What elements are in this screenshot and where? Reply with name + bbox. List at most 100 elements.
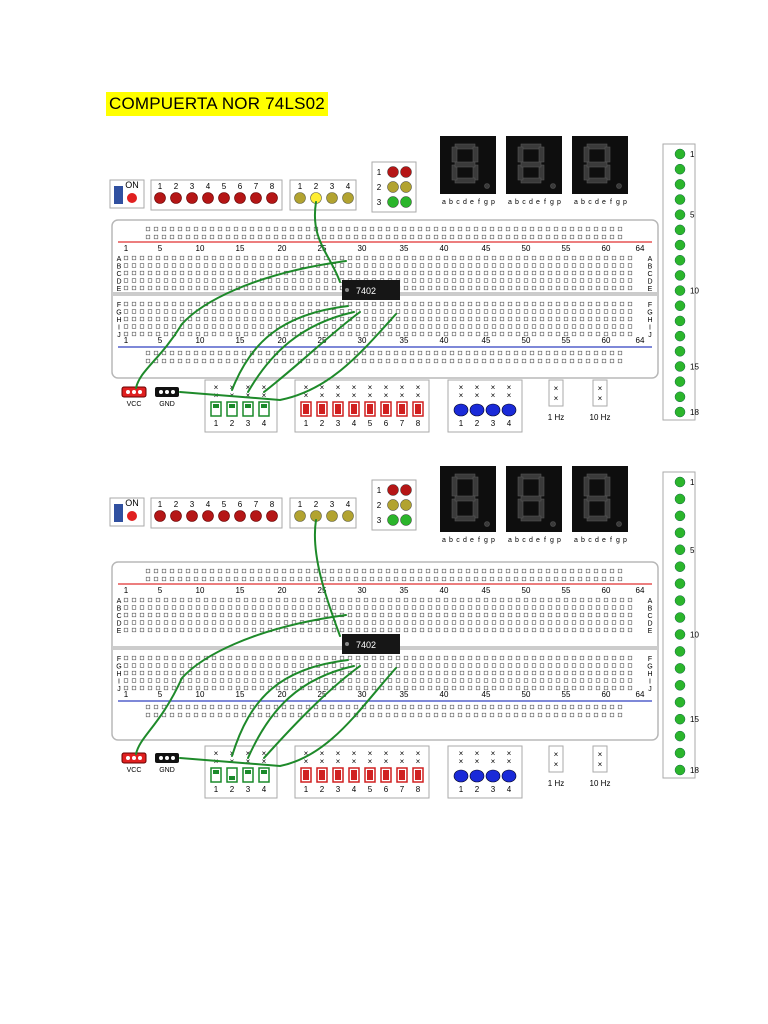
green-switch[interactable] bbox=[210, 401, 222, 417]
pushbutton[interactable] bbox=[469, 769, 485, 783]
jumper-wire[interactable] bbox=[231, 305, 349, 391]
red-switch[interactable] bbox=[300, 767, 312, 783]
red-switch[interactable] bbox=[412, 401, 424, 417]
red-switch[interactable] bbox=[332, 767, 344, 783]
vcc-connector[interactable]: VCC bbox=[121, 386, 147, 408]
red-switch[interactable] bbox=[364, 767, 376, 783]
red-switch-lever[interactable] bbox=[383, 404, 389, 414]
green-switch-lever[interactable] bbox=[213, 404, 219, 408]
green-switch-lever[interactable] bbox=[245, 770, 251, 774]
button-contact: × bbox=[459, 749, 464, 758]
green-switch[interactable] bbox=[242, 401, 254, 417]
contact-hole bbox=[531, 285, 537, 291]
red-switch-lever[interactable] bbox=[367, 404, 373, 414]
green-switch-body[interactable] bbox=[258, 767, 270, 783]
ic-7402-chip[interactable]: 7402 bbox=[342, 280, 400, 300]
green-switch-body[interactable] bbox=[258, 401, 270, 417]
pushbutton[interactable] bbox=[453, 769, 469, 783]
pushbutton[interactable] bbox=[501, 403, 517, 417]
green-switch-lever[interactable] bbox=[229, 776, 235, 780]
jumper-wire[interactable] bbox=[263, 665, 361, 759]
contact-hole bbox=[155, 309, 161, 314]
jumper-wire[interactable] bbox=[135, 260, 347, 389]
green-switch-lever[interactable] bbox=[229, 404, 235, 408]
contact-hole bbox=[443, 655, 449, 661]
jumper-wire[interactable] bbox=[314, 519, 341, 637]
contact-hole bbox=[355, 678, 361, 683]
jumper-wire[interactable] bbox=[179, 667, 397, 768]
power-switch-lever[interactable] bbox=[114, 186, 123, 204]
red-switch-lever[interactable] bbox=[367, 770, 373, 780]
gnd-connector[interactable]: GND bbox=[155, 387, 179, 408]
pushbutton[interactable] bbox=[501, 769, 517, 783]
red-switch-lever[interactable] bbox=[319, 770, 325, 780]
green-switch-body[interactable] bbox=[242, 767, 254, 783]
green-switch-lever[interactable] bbox=[245, 404, 251, 408]
gnd-connector[interactable]: GND bbox=[155, 753, 179, 774]
power-switch[interactable]: ON bbox=[109, 497, 145, 527]
red-switch-lever[interactable] bbox=[415, 770, 421, 780]
vcc-connector[interactable]: VCC bbox=[121, 752, 147, 774]
jumper-wire[interactable] bbox=[313, 201, 341, 283]
contact-hole bbox=[177, 226, 183, 232]
column-number: 50 bbox=[522, 690, 531, 699]
green-switch-body[interactable] bbox=[226, 401, 238, 417]
green-switch-lever[interactable] bbox=[213, 770, 219, 774]
red-switch-lever[interactable] bbox=[351, 770, 357, 780]
red-switch-lever[interactable] bbox=[399, 770, 405, 780]
red-switch[interactable] bbox=[316, 767, 328, 783]
red-switch[interactable] bbox=[348, 401, 360, 417]
jumper-wire[interactable] bbox=[179, 313, 397, 402]
green-switch[interactable] bbox=[226, 767, 238, 783]
red-switch[interactable] bbox=[412, 767, 424, 783]
pushbutton[interactable] bbox=[485, 403, 501, 417]
contact-hole bbox=[483, 655, 489, 661]
red-switch-lever[interactable] bbox=[335, 404, 341, 414]
red-switch-lever[interactable] bbox=[399, 404, 405, 414]
red-switch[interactable] bbox=[300, 401, 312, 417]
jumper-wire[interactable] bbox=[247, 311, 355, 393]
contact-hole bbox=[195, 678, 201, 683]
red-switch-lever[interactable] bbox=[383, 770, 389, 780]
red-switch[interactable] bbox=[380, 401, 392, 417]
jumper-wire[interactable] bbox=[231, 659, 349, 757]
red-switch[interactable] bbox=[380, 767, 392, 783]
green-switch-body[interactable] bbox=[226, 767, 238, 783]
green-switch[interactable] bbox=[242, 767, 254, 783]
ic-7402-chip[interactable]: 7402 bbox=[342, 634, 400, 654]
ic-chip-body[interactable] bbox=[342, 634, 400, 654]
green-switch-lever[interactable] bbox=[261, 770, 267, 774]
yellow-led-label: 4 bbox=[346, 182, 351, 191]
red-switch[interactable] bbox=[348, 767, 360, 783]
pushbutton[interactable] bbox=[469, 403, 485, 417]
red-switch-lever[interactable] bbox=[303, 404, 309, 414]
red-switch-lever[interactable] bbox=[415, 404, 421, 414]
green-switch[interactable] bbox=[258, 767, 270, 783]
segment-pin-label: a bbox=[442, 199, 446, 206]
green-switch[interactable] bbox=[258, 401, 270, 417]
green-switch-body[interactable] bbox=[210, 767, 222, 783]
red-switch[interactable] bbox=[332, 401, 344, 417]
red-switch-lever[interactable] bbox=[335, 770, 341, 780]
jumper-wire[interactable] bbox=[135, 614, 347, 755]
jumper-wire[interactable] bbox=[263, 311, 361, 393]
red-switch-lever[interactable] bbox=[303, 770, 309, 780]
green-switch-lever[interactable] bbox=[261, 404, 267, 408]
jumper-wire[interactable] bbox=[247, 665, 355, 759]
green-switch[interactable] bbox=[210, 767, 222, 783]
green-switch[interactable] bbox=[226, 401, 238, 417]
green-switch-body[interactable] bbox=[210, 401, 222, 417]
power-switch[interactable]: ON bbox=[109, 179, 145, 209]
pushbutton[interactable] bbox=[485, 769, 501, 783]
green-switch-body[interactable] bbox=[242, 401, 254, 417]
contact-hole bbox=[491, 309, 497, 314]
power-switch-lever[interactable] bbox=[114, 504, 123, 522]
red-switch-lever[interactable] bbox=[319, 404, 325, 414]
ic-chip-body[interactable] bbox=[342, 280, 400, 300]
pushbutton[interactable] bbox=[453, 403, 469, 417]
red-switch-lever[interactable] bbox=[351, 404, 357, 414]
red-switch[interactable] bbox=[364, 401, 376, 417]
red-switch[interactable] bbox=[396, 401, 408, 417]
red-switch[interactable] bbox=[396, 767, 408, 783]
red-switch[interactable] bbox=[316, 401, 328, 417]
